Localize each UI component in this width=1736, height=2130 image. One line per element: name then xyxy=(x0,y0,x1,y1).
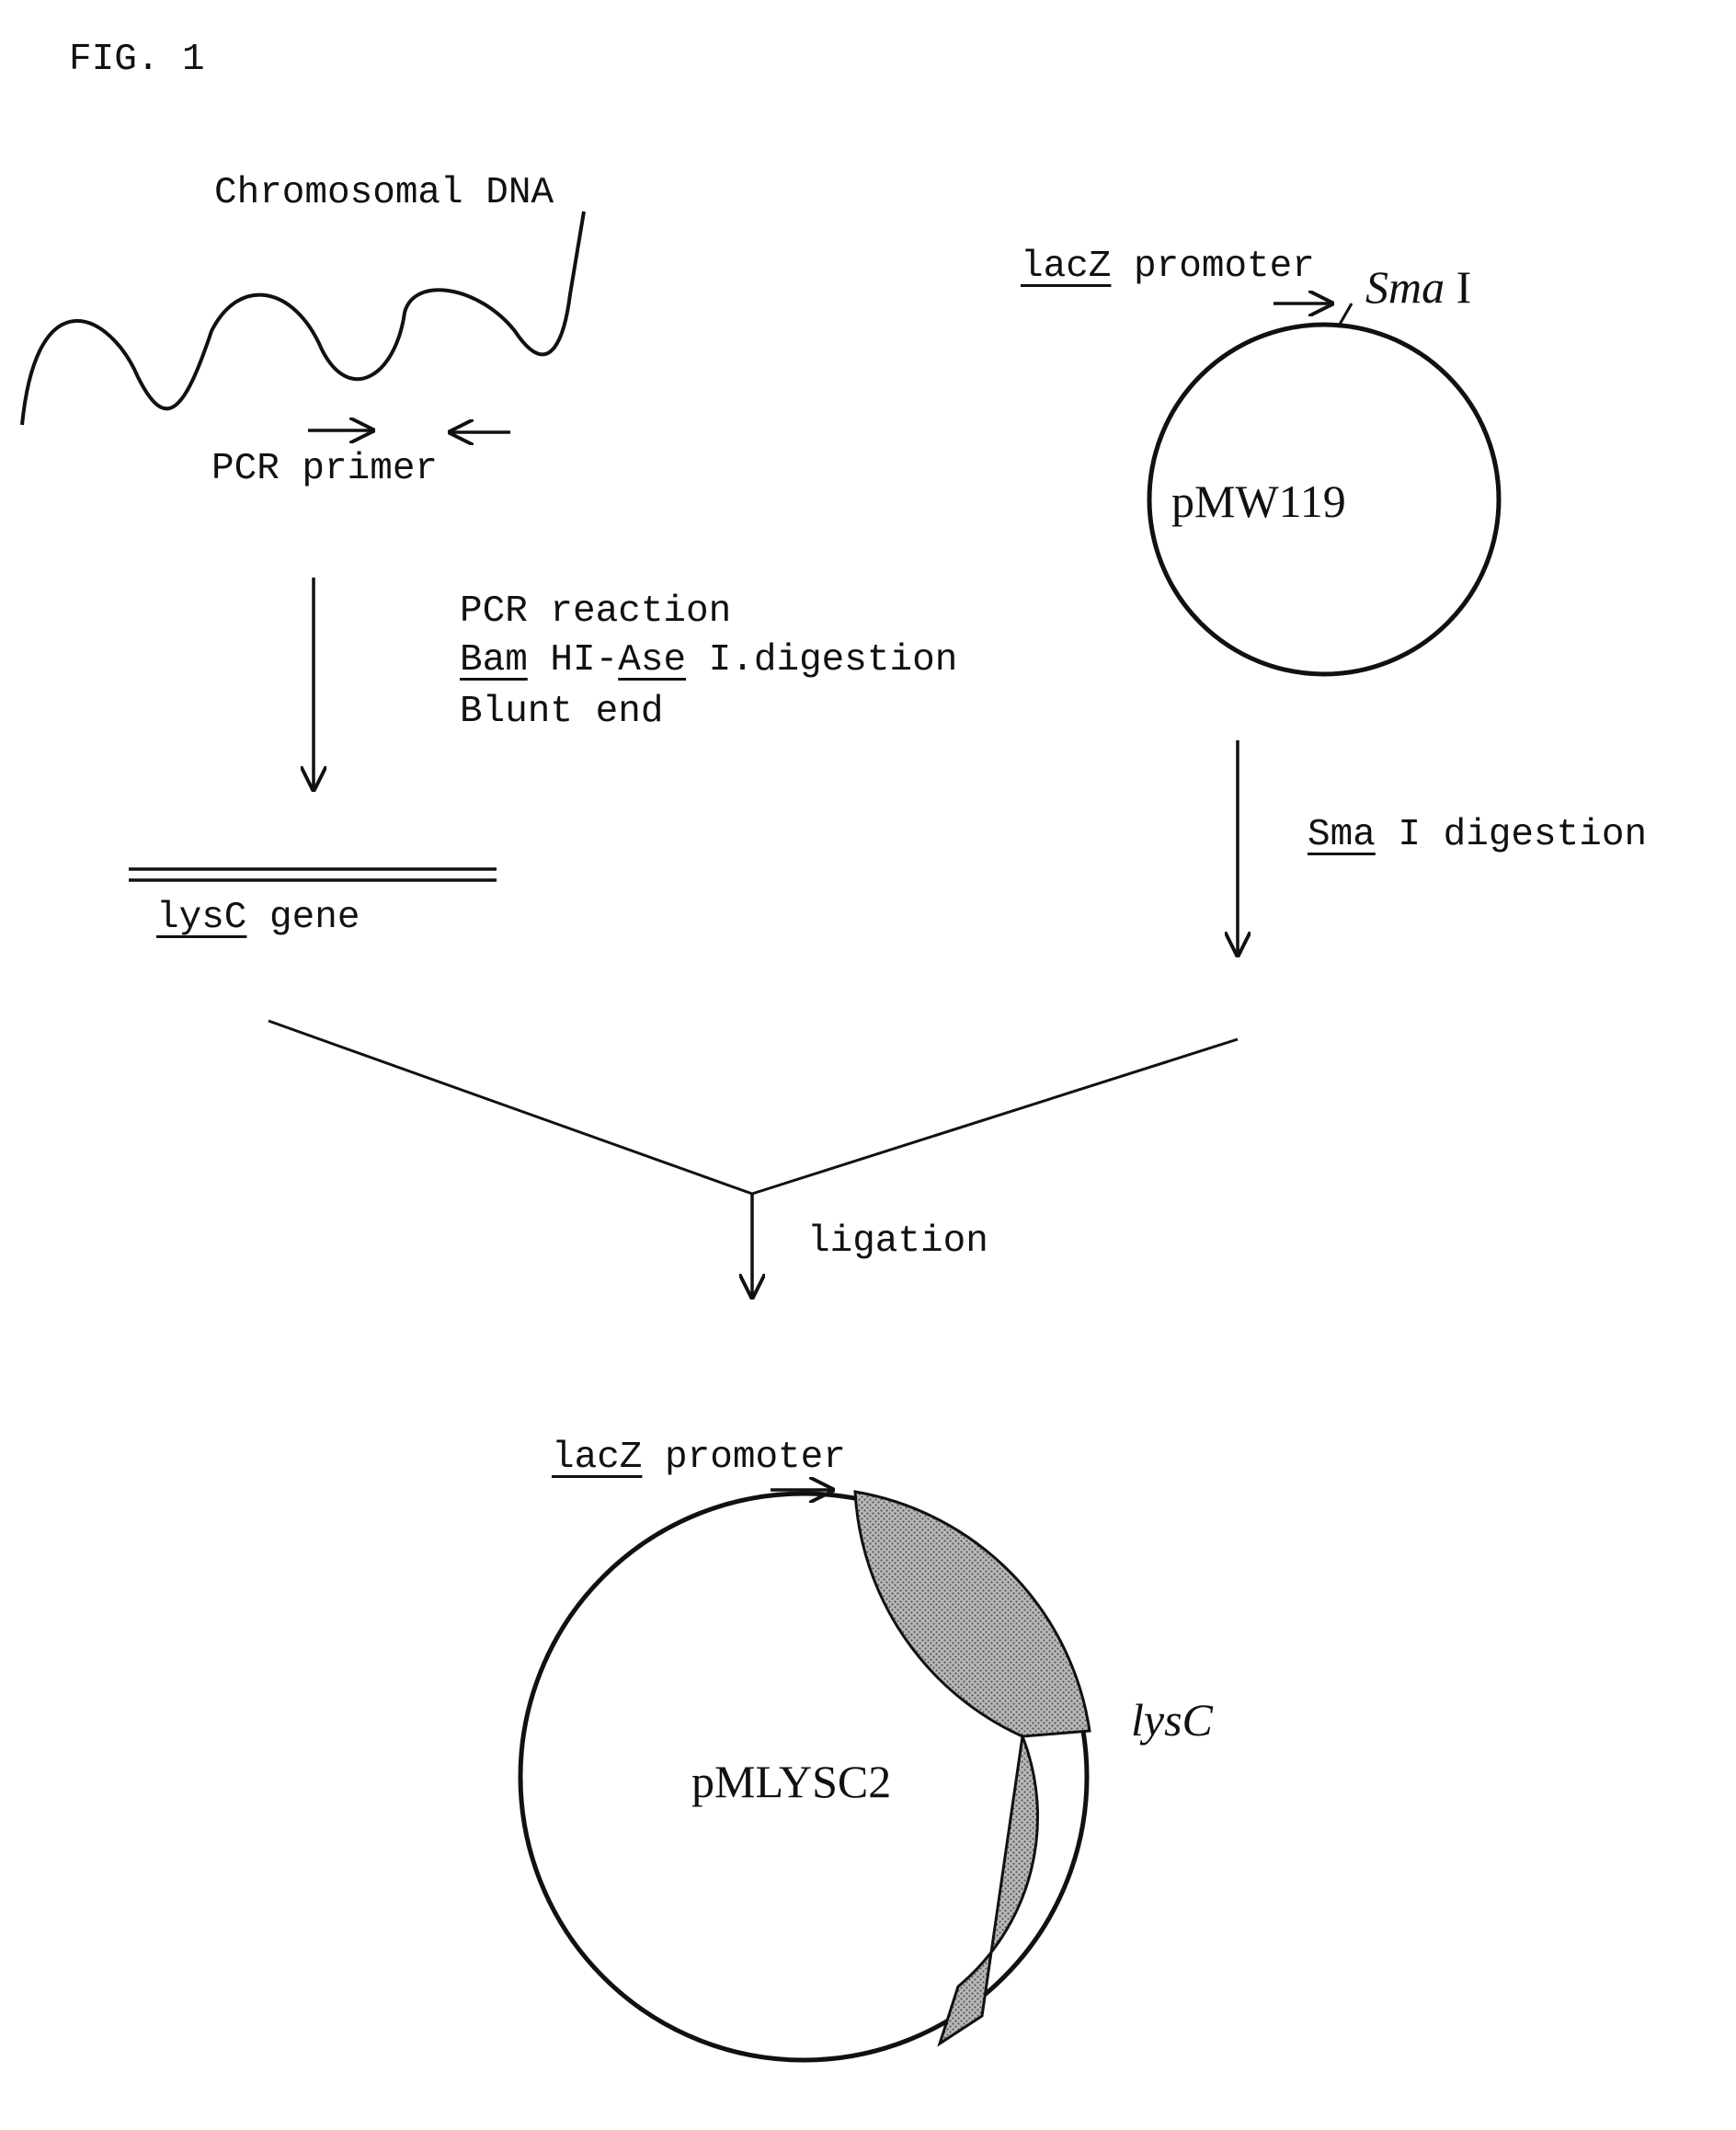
lysc-gene-label: lysC gene xyxy=(156,899,360,937)
chromosomal-dna-label: Chromosomal DNA xyxy=(214,175,554,212)
pmlysc2-label: pMLYSC2 xyxy=(691,1758,891,1804)
ligation-line-right xyxy=(752,1039,1238,1194)
lysc-insert-label: lysC xyxy=(1131,1697,1213,1743)
pcr-step-blunt-end: Blunt end xyxy=(460,693,663,731)
sma-digestion-label: Sma I digestion xyxy=(1308,817,1647,854)
bamhi-enzyme-label: Bam xyxy=(460,639,528,681)
ligation-line-left xyxy=(268,1021,752,1194)
pmw119-label: pMW119 xyxy=(1171,478,1346,524)
pcr-step-digestion: Bam HI-Ase I.digestion xyxy=(460,642,957,680)
sma-site-label: Sma I xyxy=(1365,264,1471,310)
pcr-primer-label: PCR primer xyxy=(211,451,438,488)
product-promoter-label: lacZ promoter xyxy=(552,1439,846,1477)
vector-promoter-label: lacZ promoter xyxy=(1021,248,1315,286)
chromosomal-dna-strand xyxy=(22,212,584,425)
pcr-step-reaction: PCR reaction xyxy=(460,593,731,631)
asei-enzyme-label: Ase xyxy=(618,639,686,681)
ligation-label: ligation xyxy=(807,1223,988,1261)
figure-label: FIG. 1 xyxy=(69,41,205,79)
